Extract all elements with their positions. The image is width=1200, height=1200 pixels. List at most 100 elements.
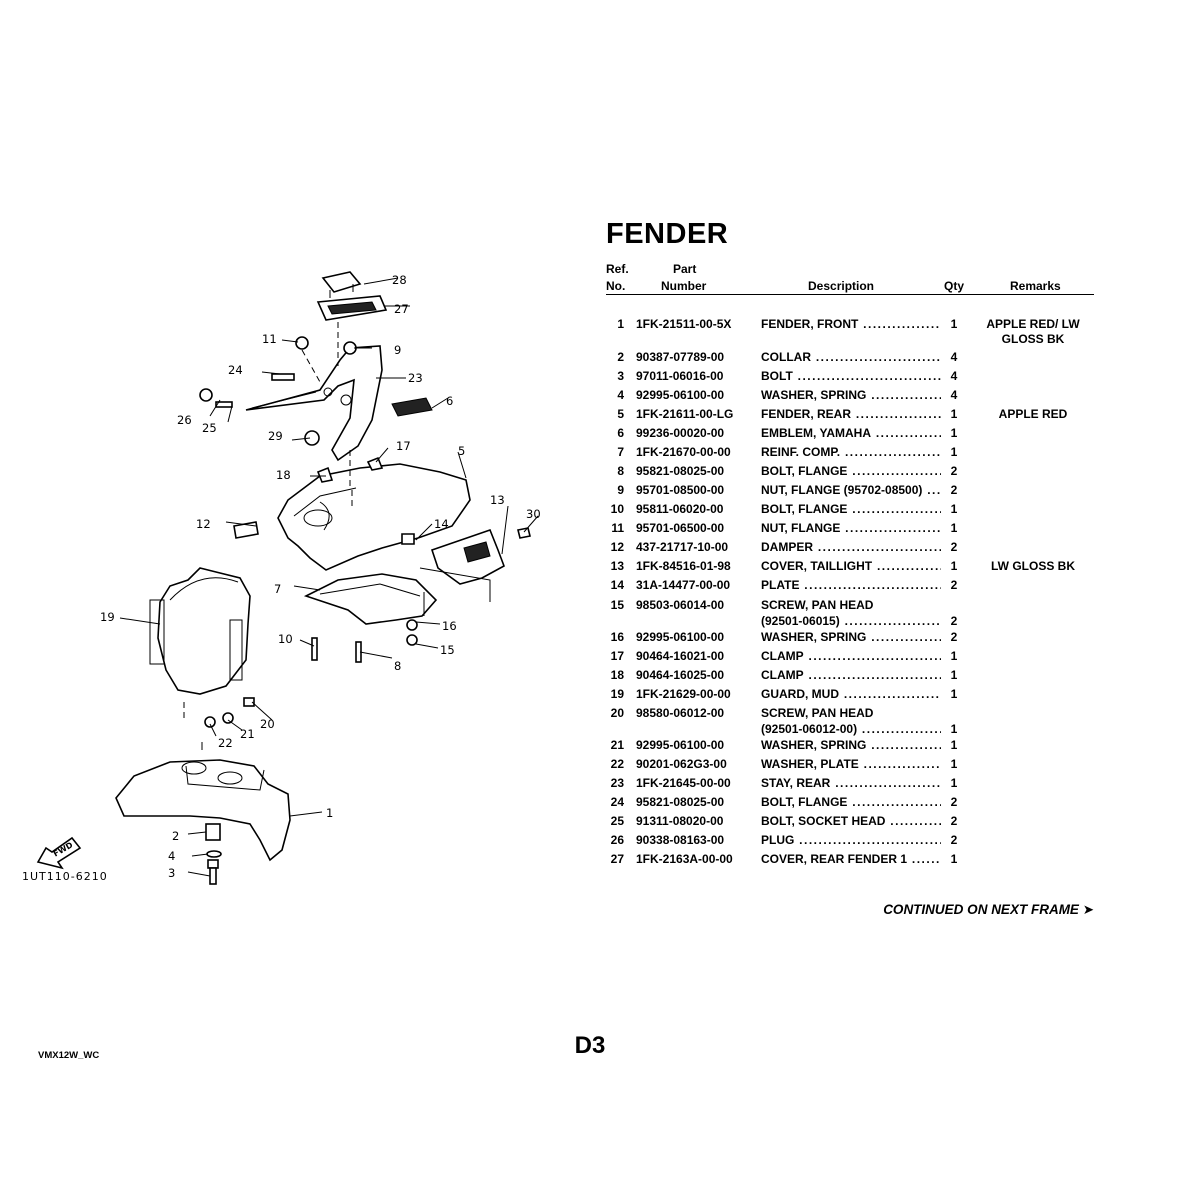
- part-1-front-fender: [115, 759, 291, 862]
- dot-leader: ........................................…: [808, 668, 942, 682]
- ref-number: 22: [610, 757, 624, 771]
- description: BOLT, SOCKET HEAD ......................…: [761, 814, 941, 829]
- description: WASHER, SPRING .........................…: [761, 388, 941, 403]
- description-text: WASHER, SPRING: [761, 630, 867, 644]
- exploded-parts-diagram: 28 27 11 9 24 23 26 25 6 29 17 18 5 13 1…: [22, 271, 541, 885]
- description: GUARD, MUD .............................…: [761, 687, 941, 702]
- description-text: COVER, REAR FENDER 1: [761, 852, 908, 866]
- callout-22: 22: [218, 736, 233, 750]
- description: CLAMP ..................................…: [761, 668, 941, 683]
- part-19-mud-guard: [149, 567, 251, 695]
- ref-number: 24: [610, 795, 624, 809]
- ref-number: 3: [617, 369, 624, 383]
- fwd-arrow-icon: FWD: [36, 836, 82, 870]
- quantity: 4: [950, 350, 958, 364]
- dot-leader: ........................................…: [844, 614, 941, 628]
- quantity: 2: [950, 630, 958, 644]
- description: COLLAR .................................…: [761, 350, 941, 365]
- callout-30: 30: [526, 507, 541, 521]
- ref-number: 11: [611, 521, 624, 535]
- description: NUT, FLANGE ............................…: [761, 521, 941, 536]
- dot-leader: ........................................…: [852, 464, 941, 478]
- description: SCREW, PAN HEAD(92501-06015) ...........…: [761, 597, 941, 629]
- part-number: 31A-14477-00-00: [636, 578, 731, 592]
- dot-leader: ........................................…: [804, 578, 941, 592]
- description: BOLT, FLANGE ...........................…: [761, 464, 941, 479]
- remarks: APPLE RED: [968, 407, 1098, 422]
- dot-leader: ........................................…: [861, 722, 941, 736]
- continued-note: CONTINUED ON NEXT FRAME ➤: [883, 902, 1094, 917]
- callout-12: 12: [196, 517, 211, 531]
- parts-2-4-3: [205, 823, 222, 885]
- ref-number: 20: [610, 706, 624, 720]
- description: CLAMP ..................................…: [761, 649, 941, 664]
- description-text: REINF. COMP.: [761, 445, 841, 459]
- callout-26: 26: [177, 413, 192, 427]
- description: BOLT, FLANGE ...........................…: [761, 795, 941, 810]
- callout-7: 7: [274, 582, 281, 596]
- description-line1: SCREW, PAN HEAD: [761, 706, 874, 720]
- part-number: 95821-08025-00: [636, 795, 725, 809]
- quantity: 2: [950, 795, 958, 809]
- part-number: 92995-06100-00: [636, 388, 725, 402]
- parts-table: Ref. No. Part Number Description Qty Rem…: [606, 262, 1094, 895]
- page-number: D3: [574, 1032, 606, 1059]
- callout-8: 8: [394, 659, 401, 673]
- header-part-1: Part: [673, 262, 697, 276]
- quantity: 1: [950, 852, 958, 866]
- part-number: 99236-00020-00: [636, 426, 725, 440]
- part-number: 1FK-21511-00-5X: [636, 317, 732, 331]
- description-line2: (92501-06012-00): [761, 722, 858, 736]
- description-text: CLAMP: [761, 649, 804, 663]
- description: PLATE ..................................…: [761, 578, 941, 593]
- quantity: 2: [950, 578, 958, 592]
- ref-number: 18: [610, 668, 624, 682]
- part-number: 1FK-21645-00-00: [636, 776, 731, 790]
- callout-19: 19: [100, 610, 115, 624]
- part-number: 90464-16025-00: [636, 668, 725, 682]
- quantity: 2: [950, 614, 958, 628]
- description: WASHER, SPRING .........................…: [761, 630, 941, 645]
- callout-24: 24: [228, 363, 243, 377]
- quantity: 1: [950, 668, 958, 682]
- callout-17: 17: [396, 439, 411, 453]
- header-ref-2: No.: [606, 279, 626, 293]
- ref-number: 5: [617, 407, 624, 421]
- part-number: 95701-06500-00: [636, 521, 725, 535]
- remarks-line1: APPLE RED: [998, 407, 1068, 421]
- description-text: BOLT, FLANGE: [761, 795, 848, 809]
- footer-code: VMX12W_WC: [38, 1050, 100, 1061]
- dot-leader: ........................................…: [890, 814, 941, 828]
- callout-5: 5: [458, 444, 465, 458]
- description: WASHER, SPRING .........................…: [761, 738, 941, 753]
- description-text: WASHER, SPRING: [761, 388, 867, 402]
- ref-number: 27: [610, 852, 624, 866]
- callout-15: 15: [440, 643, 455, 657]
- description-text: FENDER, FRONT: [761, 317, 859, 331]
- callout-13: 13: [490, 493, 505, 507]
- part-28-bracket: [321, 271, 362, 298]
- callout-29: 29: [268, 429, 283, 443]
- dot-leader: ........................................…: [871, 388, 941, 402]
- ref-number: 2: [617, 350, 624, 364]
- description: STAY, REAR .............................…: [761, 776, 941, 791]
- quantity: 1: [950, 776, 958, 790]
- part-number: 95701-08500-00: [636, 483, 725, 497]
- dot-leader: ........................................…: [852, 502, 941, 516]
- description-text: COVER, TAILLIGHT: [761, 559, 873, 573]
- quantity: 2: [950, 540, 958, 554]
- part-number: 92995-06100-00: [636, 738, 725, 752]
- dot-leader: ........................................…: [871, 630, 941, 644]
- part-number: 90464-16021-00: [636, 649, 725, 663]
- dot-leader: ........................................…: [817, 540, 941, 554]
- dot-leader: ........................................…: [911, 852, 941, 866]
- dot-leader: ........................................…: [808, 649, 942, 663]
- quantity: 4: [950, 369, 958, 383]
- description-text: COLLAR: [761, 350, 811, 364]
- description: COVER, REAR FENDER 1 ...................…: [761, 852, 941, 867]
- hardware-group: [199, 336, 418, 728]
- part-number: 90201-062G3-00: [636, 757, 727, 771]
- remarks-line1: LW GLOSS BK: [991, 559, 1075, 573]
- dot-leader: ........................................…: [845, 521, 941, 535]
